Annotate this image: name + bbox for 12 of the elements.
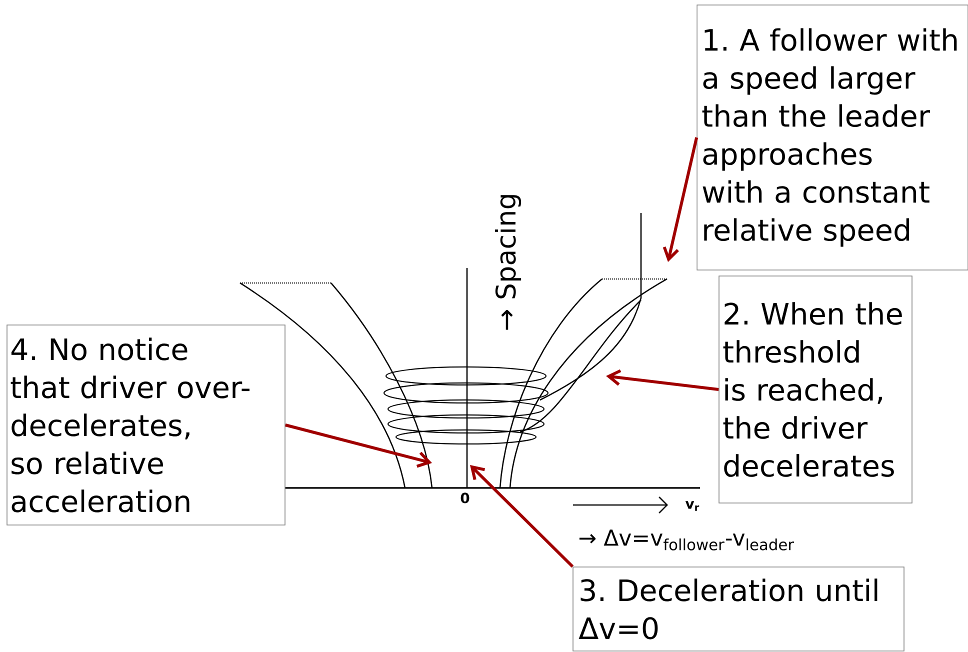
leader-arrow <box>470 464 574 568</box>
axis-label: → Δv=v$_{follower}$-v$_{leader}$ <box>579 530 794 550</box>
text-box: 3. Deceleration until Δv=0 <box>572 566 904 652</box>
text-box: 1. A follower with a speed larger than the leader approaches with a constant relative speed <box>696 4 968 270</box>
axis-label: 0 <box>460 492 470 504</box>
leader-arrow <box>285 424 432 468</box>
text-box: 4. No notice that driver over-decelerates, so relative acceleration <box>6 324 286 526</box>
axis-label: v$_{r}$ <box>685 501 700 511</box>
leader-arrow <box>662 137 698 262</box>
axis-label: → Spacing <box>494 195 522 330</box>
text-box: 2. When the threshold is reached, the driver decelerates <box>718 276 912 504</box>
leader-arrow <box>606 369 719 391</box>
